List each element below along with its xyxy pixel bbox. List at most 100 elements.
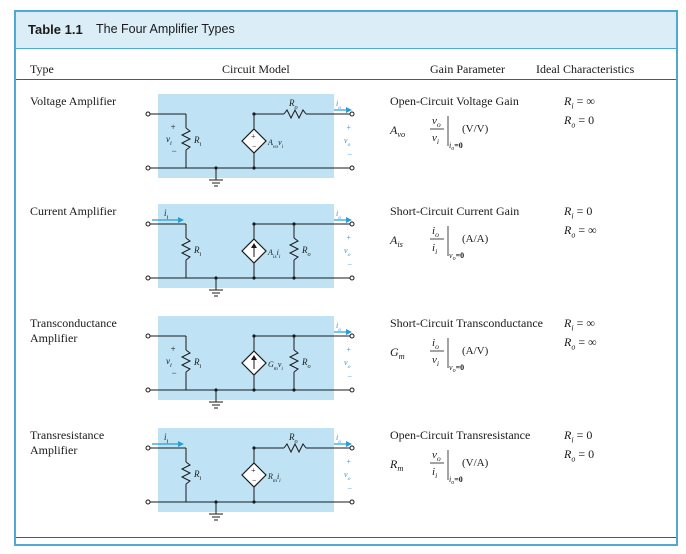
circuit-box — [158, 204, 334, 288]
ri-label: Ri — [193, 357, 202, 370]
ro-label: Ro — [288, 432, 298, 445]
plus-sign: + — [170, 344, 176, 354]
input-resistor — [180, 349, 192, 373]
numerator: vo — [432, 115, 441, 129]
denominator: vi — [432, 132, 439, 146]
amplifier-type-label: Current Amplifier — [30, 204, 150, 219]
gain-symbol: Gm — [390, 345, 405, 361]
numerator: vo — [432, 449, 441, 463]
output-resistor — [283, 108, 307, 120]
out-plus: + — [346, 233, 351, 242]
out-minus: − — [347, 372, 352, 381]
output-resistor — [288, 237, 300, 261]
gain-symbol: Rm — [389, 457, 403, 473]
out-plus: + — [346, 123, 351, 132]
input-voltage-label: vi — [166, 134, 172, 147]
minus-sign: − — [171, 146, 177, 156]
ideal-characteristics: Ri = 0 Ro = 0 — [564, 428, 594, 467]
type-line-1: Current Amplifier — [30, 204, 117, 218]
denominator: vi — [432, 354, 439, 368]
units: (V/A) — [462, 457, 489, 469]
out-plus: + — [346, 457, 351, 466]
table-frame: Table 1.1 The Four Amplifier Types Type … — [14, 10, 678, 546]
column-header-ideal: Ideal Characteristics — [536, 62, 635, 76]
ideal-line-1: Ri = 0 — [564, 428, 593, 445]
numerator: io — [432, 225, 439, 239]
circuit-box — [158, 316, 334, 400]
gain-symbol: Ais — [389, 233, 403, 249]
ri-label: Ri — [193, 245, 202, 258]
source-label: Rmii — [267, 472, 281, 484]
source-label: Avovi — [267, 138, 284, 150]
ideal-characteristics: Ri = 0 Ro = ∞ — [564, 204, 597, 243]
amplifier-type-label: Voltage Amplifier — [30, 94, 150, 109]
ideal-characteristics: Ri = ∞Ro = 0 — [564, 94, 595, 133]
output-voltage-label: vo — [344, 246, 351, 258]
output-voltage-label: vo — [344, 470, 351, 482]
gain-symbol: Avo — [389, 123, 405, 139]
units: (V/V) — [462, 123, 489, 135]
type-line-1: Voltage Amplifier — [30, 94, 117, 108]
input-current-label: ii — [164, 432, 169, 445]
output-voltage-label: vo — [344, 358, 351, 370]
out-minus: − — [347, 484, 352, 493]
gain-formula: Avo vo vi io=0 (V/V) — [389, 115, 489, 152]
ideal-characteristics: Ri = ∞Ro = ∞ — [564, 316, 597, 355]
output-resistor — [288, 349, 300, 373]
ro-label: Ro — [288, 98, 298, 111]
bottom-rule — [16, 537, 676, 538]
condition: vo=0 — [449, 363, 464, 374]
gain-parameter-name: Short-Circuit Transconductance — [390, 316, 543, 330]
type-line-2: Amplifier — [30, 331, 78, 345]
units: (A/A) — [462, 233, 489, 245]
gain-parameter-name: Open-Circuit Voltage Gain — [390, 94, 519, 108]
gain-formula: Gm io vi vo=0 (A/V) — [390, 337, 489, 374]
minus-sign: − — [171, 368, 177, 378]
source-label: Aisii — [267, 248, 281, 260]
source-label: Gmvi — [268, 360, 283, 372]
svg-text:−: − — [252, 142, 257, 151]
condition: io=0 — [449, 141, 463, 152]
output-current-label: io — [336, 209, 341, 221]
column-header-circuit: Circuit Model — [222, 62, 290, 76]
ideal-line-2: Ro = ∞ — [564, 223, 597, 240]
condition: vo=0 — [449, 251, 464, 262]
output-current-label: io — [336, 321, 341, 333]
type-line-1: Transresistance — [30, 428, 105, 442]
ri-label: Ri — [193, 469, 202, 482]
type-line-1: Transconductance — [30, 316, 117, 330]
ideal-line-2: Ro = ∞ — [564, 335, 597, 352]
column-header-type: Type — [30, 62, 54, 76]
units: (A/V) — [462, 345, 489, 357]
header-rule — [16, 79, 676, 80]
ideal-line-2: Ro = 0 — [564, 447, 595, 464]
gain-parameter-name: Short-Circuit Current Gain — [390, 204, 520, 218]
denominator: ii — [432, 466, 437, 480]
condition: io=0 — [449, 475, 463, 486]
output-current-label: io — [336, 433, 341, 445]
svg-text:+: + — [251, 466, 256, 475]
ideal-line-2: Ro = 0 — [564, 113, 595, 130]
input-voltage-label: vi — [166, 356, 172, 369]
column-header-gain: Gain Parameter — [430, 62, 505, 76]
out-minus: − — [347, 150, 352, 159]
ri-label: Ri — [193, 135, 202, 148]
ro-label: Ro — [301, 357, 311, 370]
dependent-source-icon — [241, 462, 267, 488]
numerator: io — [432, 337, 439, 351]
output-voltage-label: vo — [344, 136, 351, 148]
input-resistor — [180, 127, 192, 151]
input-current-label: ii — [164, 208, 169, 221]
svg-text:+: + — [251, 132, 256, 141]
svg-text:−: − — [252, 476, 257, 485]
out-minus: − — [347, 260, 352, 269]
table-title-bar: Table 1.1 The Four Amplifier Types — [16, 12, 676, 49]
ideal-line-1: Ri = 0 — [564, 204, 593, 221]
output-resistor — [283, 442, 307, 454]
